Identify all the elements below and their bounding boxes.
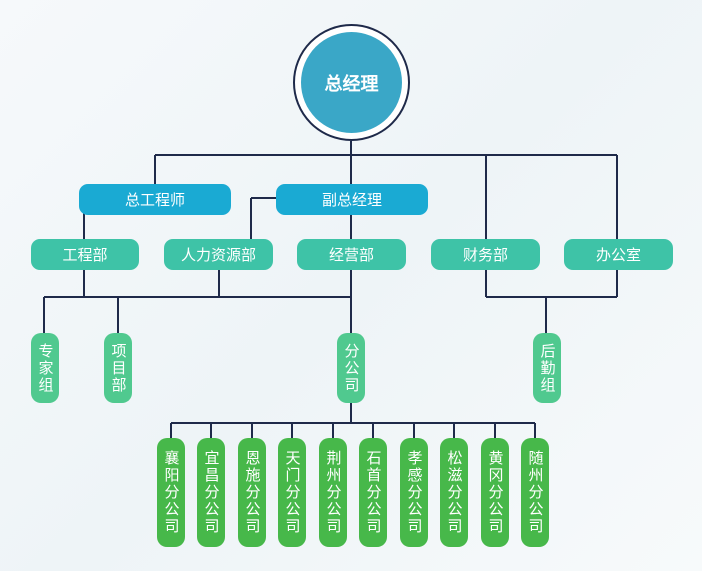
branch-office-node[interactable]: 天门分公司 [278, 438, 306, 547]
branch-office-node[interactable]: 宜昌分公司 [197, 438, 225, 547]
ceo-node[interactable]: 总经理 [293, 24, 410, 141]
branches-node[interactable]: 分公司 [337, 333, 365, 403]
engineering-dept-node[interactable]: 工程部 [31, 239, 139, 270]
branch-office-node[interactable]: 松滋分公司 [440, 438, 468, 547]
branch-office-node[interactable]: 孝感分公司 [400, 438, 428, 547]
branch-office-node[interactable]: 黄冈分公司 [481, 438, 509, 547]
branch-office-node[interactable]: 随州分公司 [521, 438, 549, 547]
deputy-gm-node[interactable]: 副总经理 [276, 184, 428, 215]
office-dept-node[interactable]: 办公室 [564, 239, 673, 270]
chief-engineer-node[interactable]: 总工程师 [79, 184, 231, 215]
finance-dept-node[interactable]: 财务部 [431, 239, 540, 270]
operations-dept-node[interactable]: 经营部 [297, 239, 406, 270]
experts-group-node[interactable]: 专家组 [31, 333, 59, 403]
logistics-group-node[interactable]: 后勤组 [533, 333, 561, 403]
branch-office-node[interactable]: 襄阳分公司 [157, 438, 185, 547]
projects-dept-node[interactable]: 项目部 [104, 333, 132, 403]
branch-office-node[interactable]: 荆州分公司 [319, 438, 347, 547]
branch-office-node[interactable]: 石首分公司 [359, 438, 387, 547]
hr-dept-node[interactable]: 人力资源部 [164, 239, 273, 270]
branch-office-node[interactable]: 恩施分公司 [238, 438, 266, 547]
ceo-label: 总经理 [301, 32, 402, 133]
